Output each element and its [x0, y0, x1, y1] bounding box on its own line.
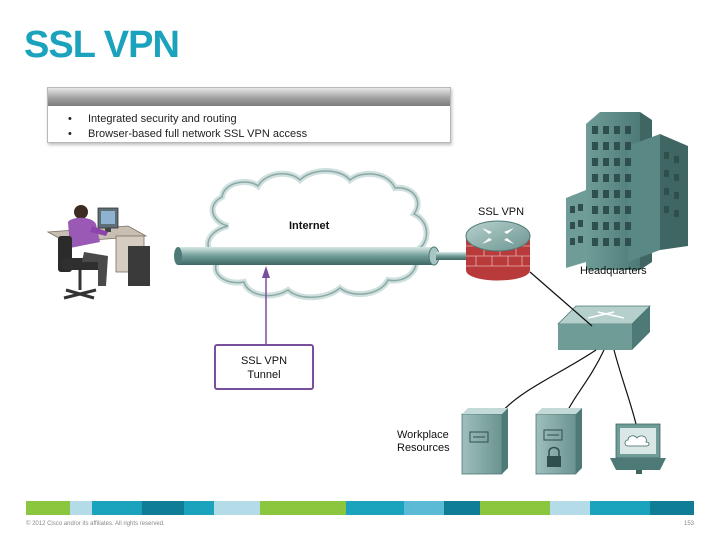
footer-stripe-segment: [260, 501, 322, 515]
bullet-list: Integrated security and routing Browser-…: [68, 112, 307, 142]
footer-stripe-segment: [70, 501, 92, 515]
workplace-resources-label: Workplace Resources: [397, 429, 450, 455]
footer-stripe-segment: [142, 501, 184, 515]
footer-stripe-segment: [184, 501, 214, 515]
footer-stripe-segment: [92, 501, 142, 515]
headquarters-label: Headquarters: [580, 265, 647, 277]
footer-color-stripe: [26, 501, 694, 515]
remote-user-icon: [46, 205, 150, 300]
footer-stripe-segment: [214, 501, 260, 515]
bullet-item: Browser-based full network SSL VPN acces…: [68, 127, 307, 142]
footer-stripe-segment: [404, 501, 444, 515]
tunnel-arrow: [262, 266, 270, 344]
ssl-vpn-device-label: SSL VPN: [478, 206, 525, 218]
copyright-text: © 2012 Cisco and/or its affiliates. All …: [26, 521, 165, 527]
footer-stripe-segment: [550, 501, 590, 515]
bullet-box: Integrated security and routing Browser-…: [47, 87, 451, 143]
footer-stripe-segment: [480, 501, 550, 515]
workplace-label-line1: Workplace: [397, 429, 449, 441]
bullet-item: Integrated security and routing: [68, 112, 307, 127]
footer-stripe-segment: [346, 501, 404, 515]
footer-stripe-segment: [444, 501, 480, 515]
tunnel-label-line2: Tunnel: [247, 369, 281, 381]
page-number: 153: [683, 521, 694, 527]
footer-stripe-segment: [322, 501, 346, 515]
internet-cloud-icon: [205, 168, 430, 301]
ssl-vpn-tunnel-callout: SSL VPN Tunnel: [214, 344, 314, 390]
footer-stripe-segment: [26, 501, 70, 515]
bullet-box-header-bar: [48, 88, 450, 106]
secure-server-icon: [535, 408, 582, 475]
vpn-pipe: [174, 246, 468, 266]
web-server-workstation-icon: [610, 423, 666, 474]
slide-title: SSL VPN: [24, 24, 180, 66]
footer-stripe-segment: [650, 501, 694, 515]
internet-label: Internet: [289, 220, 330, 232]
tunnel-label-line1: SSL VPN: [240, 355, 288, 367]
footer-stripe-segment: [590, 501, 650, 515]
network-switch-icon: [557, 305, 651, 350]
ssl-vpn-router-icon: [465, 220, 531, 281]
headquarters-building-icon: [566, 112, 688, 270]
workplace-label-line2: Resources: [397, 442, 450, 454]
server-icon: [461, 408, 508, 475]
